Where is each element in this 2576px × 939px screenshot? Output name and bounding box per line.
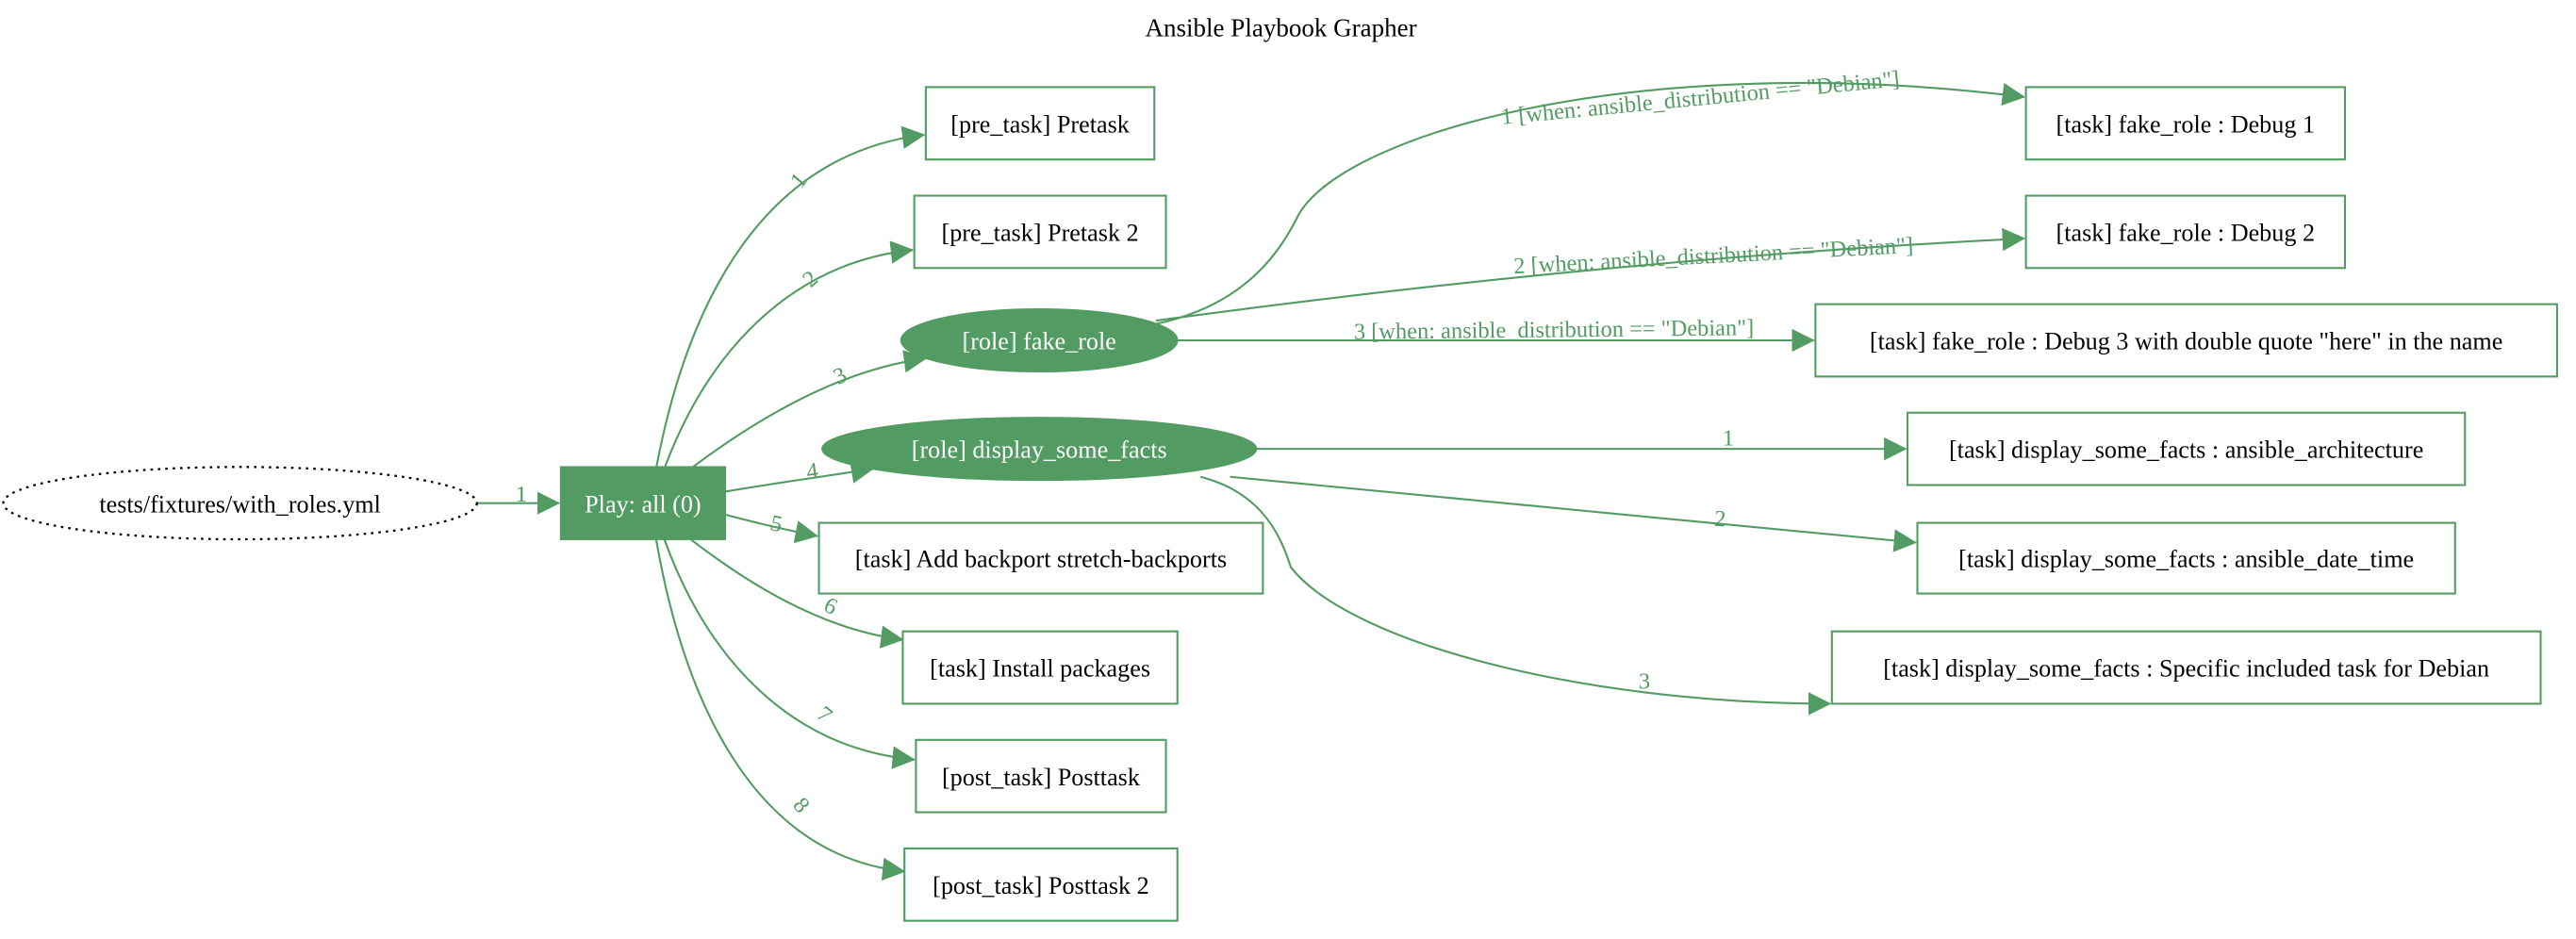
node-task-debug-3: [task] fake_role : Debug 3 with double q… [1814,303,2558,378]
node-play-label: Play: all (0) [585,490,702,518]
node-role-fake-role: [role] fake_role [900,307,1179,373]
edge-label-play-to-pretask: 1 [785,168,813,193]
edge-label-play-to-posttask: 7 [812,701,837,729]
node-task-specific-debian-label: [task] display_some_facts : Specific inc… [1883,655,2489,683]
edge-play-to-task-backport [724,513,818,544]
node-task-add-backport-label: [task] Add backport stretch-backports [855,546,1227,573]
edge-play-to-role-facts [724,460,875,493]
node-task-add-backport: [task] Add backport stretch-backports [817,521,1264,595]
node-playbook: tests/fixtures/with_roles.yml [2,466,478,541]
node-posttask-2-label: [post_task] Posttask 2 [933,872,1149,899]
edge-label-play-to-posttask-2: 8 [787,793,815,818]
node-task-debug-3-label: [task] fake_role : Debug 3 with double q… [1870,328,2502,355]
edge-role-facts-to-datetime [1230,475,1917,552]
node-posttask: [post_task] Posttask [915,738,1167,814]
node-task-ansible-architecture: [task] display_some_facts : ansible_arch… [1906,411,2467,486]
edge-play-to-posttask-2 [654,538,906,881]
node-task-specific-debian: [task] display_some_facts : Specific inc… [1830,630,2542,705]
node-task-ansible-date-time: [task] display_some_facts : ansible_date… [1916,521,2456,595]
node-pretask-2-label: [pre_task] Pretask 2 [941,219,1138,246]
node-role-fake-role-label: [role] fake_role [963,328,1116,355]
node-role-display-some-facts-label: [role] display_some_facts [912,437,1167,464]
node-pretask: [pre_task] Pretask [924,86,1156,161]
node-task-install-packages-label: [task] Install packages [930,655,1150,683]
edge-label-role-fake-to-debug-2: 2 [when: ansible_distribution == "Debian… [1513,233,1914,279]
edge-label-role-facts-to-datetime: 2 [1713,506,1726,533]
node-play: Play: all (0) [559,466,726,540]
edge-label-role-facts-to-specific: 3 [1639,669,1650,695]
edge-label-play-to-role-fake: 3 [830,362,850,390]
node-posttask-2: [post_task] Posttask 2 [903,847,1179,922]
edge-play-to-task-install [689,538,904,649]
edge-label-play-to-task-backport: 5 [768,510,785,537]
edge-label-role-fake-to-debug-1: 1 [when: ansible_distribution == "Debian… [1500,66,1901,130]
edge-role-fake-to-debug-1 [1155,81,2026,325]
node-pretask-label: [pre_task] Pretask [950,110,1130,138]
node-pretask-2: [pre_task] Pretask 2 [913,194,1167,270]
node-task-ansible-architecture-label: [task] display_some_facts : ansible_arch… [1949,437,2423,464]
edge-label-play-to-role-facts: 4 [805,458,820,485]
edge-play-to-pretask-2 [663,240,915,470]
node-task-debug-1-label: [task] fake_role : Debug 1 [2056,110,2316,138]
graph-title: Ansible Playbook Grapher [1146,13,1417,41]
edge-role-facts-to-specific [1199,475,1832,716]
edge-label-play-to-task-install: 6 [820,592,841,620]
edge-role-fake-to-debug-2 [1155,227,2026,322]
node-task-install-packages: [task] Install packages [901,630,1179,705]
edge-play-to-role-fake [689,350,928,470]
node-role-display-some-facts: [role] display_some_facts [821,417,1258,482]
node-task-debug-1: [task] fake_role : Debug 1 [2024,86,2346,161]
node-playbook-label: tests/fixtures/with_roles.yml [99,490,381,518]
node-posttask-label: [post_task] Posttask [942,764,1141,791]
node-task-debug-2-label: [task] fake_role : Debug 2 [2056,219,2316,246]
edge-label-playbook-to-play: 1 [516,482,527,507]
edge-label-role-facts-to-arch: 1 [1723,426,1734,452]
edge-play-to-posttask [663,538,916,769]
node-task-debug-2: [task] fake_role : Debug 2 [2024,194,2346,270]
node-task-ansible-date-time-label: [task] display_some_facts : ansible_date… [1958,546,2414,573]
edge-play-to-pretask [654,125,926,470]
edge-label-role-fake-to-debug-3: 3 [when: ansible_distribution == "Debian… [1354,315,1755,344]
